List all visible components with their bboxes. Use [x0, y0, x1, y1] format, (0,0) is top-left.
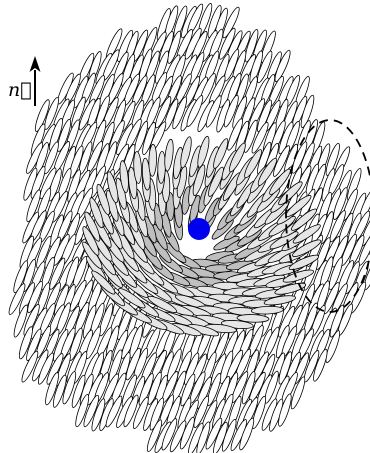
distorted-molecule — [163, 139, 174, 172]
director-arrow-head — [30, 56, 41, 72]
colloid-particle — [188, 218, 210, 240]
director-label: n⃗ — [8, 79, 32, 101]
